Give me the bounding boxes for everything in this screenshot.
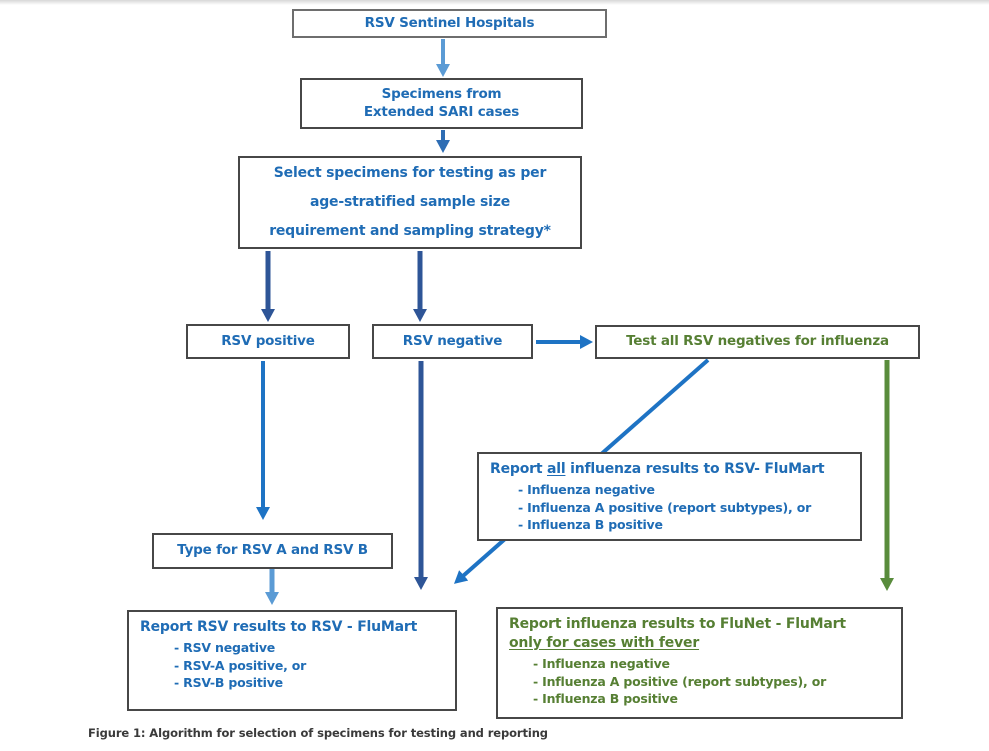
node-label-line1: Specimens from [381,85,502,102]
node-report-influenza-rsv-flumart: Report all influenza results to RSV- Flu… [477,452,862,541]
bullet-item: - RSV-B positive [174,675,283,691]
report-heading-line1: Report influenza results to FluNet - Flu… [509,616,846,632]
report-bullets: - Influenza negative - Influenza A posit… [518,481,811,534]
node-type-rsv-a-b: Type for RSV A and RSV B [152,533,393,569]
bullet-item: - Influenza A positive (report subtypes)… [518,499,812,515]
heading-pre: Report [490,461,547,477]
figure-caption: Figure 1: Algorithm for selection of spe… [88,726,548,740]
node-report-rsv-flumart: Report RSV results to RSV - FluMart - RS… [127,610,457,711]
bullet-item: - Influenza A positive (report subtypes)… [533,673,827,689]
node-test-all-rsv-negatives: Test all RSV negatives for influenza [595,325,920,359]
node-label: Test all RSV negatives for influenza [626,333,889,350]
node-label: RSV negative [402,332,503,349]
node-rsv-sentinel-hospitals: RSV Sentinel Hospitals [292,9,607,38]
node-rsv-positive: RSV positive [186,324,350,359]
report-heading: Report RSV results to RSV - FluMart [140,619,418,635]
page-edge-shadow [0,0,989,5]
node-label: RSV positive [221,332,315,349]
report-heading-line2: only for cases with fever [509,634,700,651]
node-select-specimens: Select specimens for testing as per age-… [238,156,582,249]
node-rsv-negative: RSV negative [372,324,533,359]
bullet-item: - RSV-A positive, or [174,657,307,673]
node-label-line1: Select specimens for testing as per [273,165,547,181]
node-label-line2: age-stratified sample size [309,194,511,210]
bullet-item: - Influenza B positive [518,517,663,533]
report-heading: Report all influenza results to RSV- Flu… [479,454,830,481]
bullet-item: - Influenza negative [533,655,670,671]
node-specimens-from-sari: Specimens from Extended SARI cases [300,78,583,129]
node-label-line3: requirement and sampling strategy* [269,223,551,239]
bullet-item: - RSV negative [174,639,276,655]
bullet-item: - Influenza negative [518,481,655,497]
heading-post: influenza results to RSV- FluMart [565,461,825,477]
bullet-item: - Influenza B positive [533,691,678,707]
node-label: RSV Sentinel Hospitals [364,14,535,31]
node-report-flunet-flumart: Report influenza results to FluNet - Flu… [496,607,903,719]
report-bullets: - Influenza negative - Influenza A posit… [533,655,826,708]
report-bullets: - RSV negative - RSV-A positive, or - RS… [174,639,306,692]
heading-underlined: all [547,461,566,477]
node-label-line2: Extended SARI cases [363,103,520,120]
node-label: Type for RSV A and RSV B [177,542,368,559]
